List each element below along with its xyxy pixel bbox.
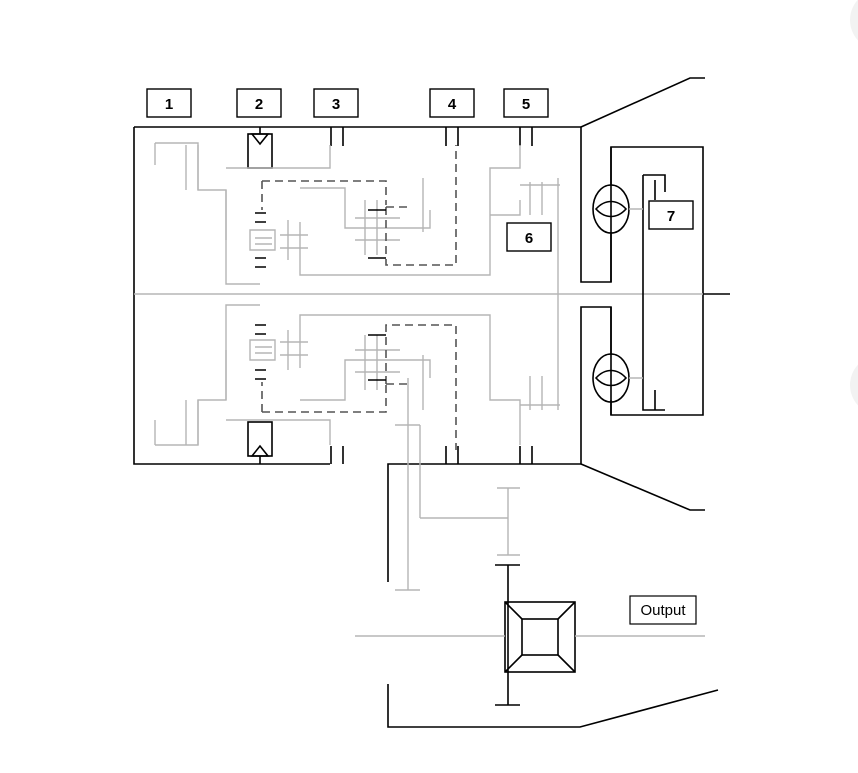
callout-5-label: 5 — [522, 96, 530, 113]
brake-markers-top — [247, 127, 533, 169]
torque-converter — [592, 147, 666, 415]
transfer-gears — [395, 378, 520, 591]
brake-markers-bottom — [247, 421, 533, 464]
output-label-box: Output — [629, 595, 697, 625]
callout-4-label: 4 — [448, 96, 457, 113]
transmission-housing — [133, 77, 730, 728]
edge-decoration — [850, 0, 858, 41]
callout-2-label: 2 — [255, 96, 263, 113]
actuator-2-bottom — [247, 421, 273, 457]
callout-6: 6 — [506, 222, 552, 252]
callout-7-label: 7 — [667, 208, 675, 225]
gear-teeth-marks — [255, 209, 386, 381]
callout-1: 1 — [146, 88, 192, 118]
edge-decoration — [850, 364, 858, 406]
callout-3-label: 3 — [332, 96, 340, 113]
actuator-2-top — [247, 133, 273, 169]
callout-1-label: 1 — [165, 96, 173, 113]
callout-3: 3 — [313, 88, 359, 118]
lower-gear-train — [154, 294, 560, 446]
output-label: Output — [640, 602, 686, 619]
callout-5: 5 — [503, 88, 549, 118]
dashed-planetary-bounds — [261, 145, 457, 450]
callout-2: 2 — [236, 88, 282, 118]
upper-gear-train — [154, 142, 560, 294]
callout-4: 4 — [429, 88, 475, 118]
callout-6-label: 6 — [525, 230, 533, 247]
differential — [355, 564, 705, 706]
callout-7: 7 — [648, 200, 694, 230]
